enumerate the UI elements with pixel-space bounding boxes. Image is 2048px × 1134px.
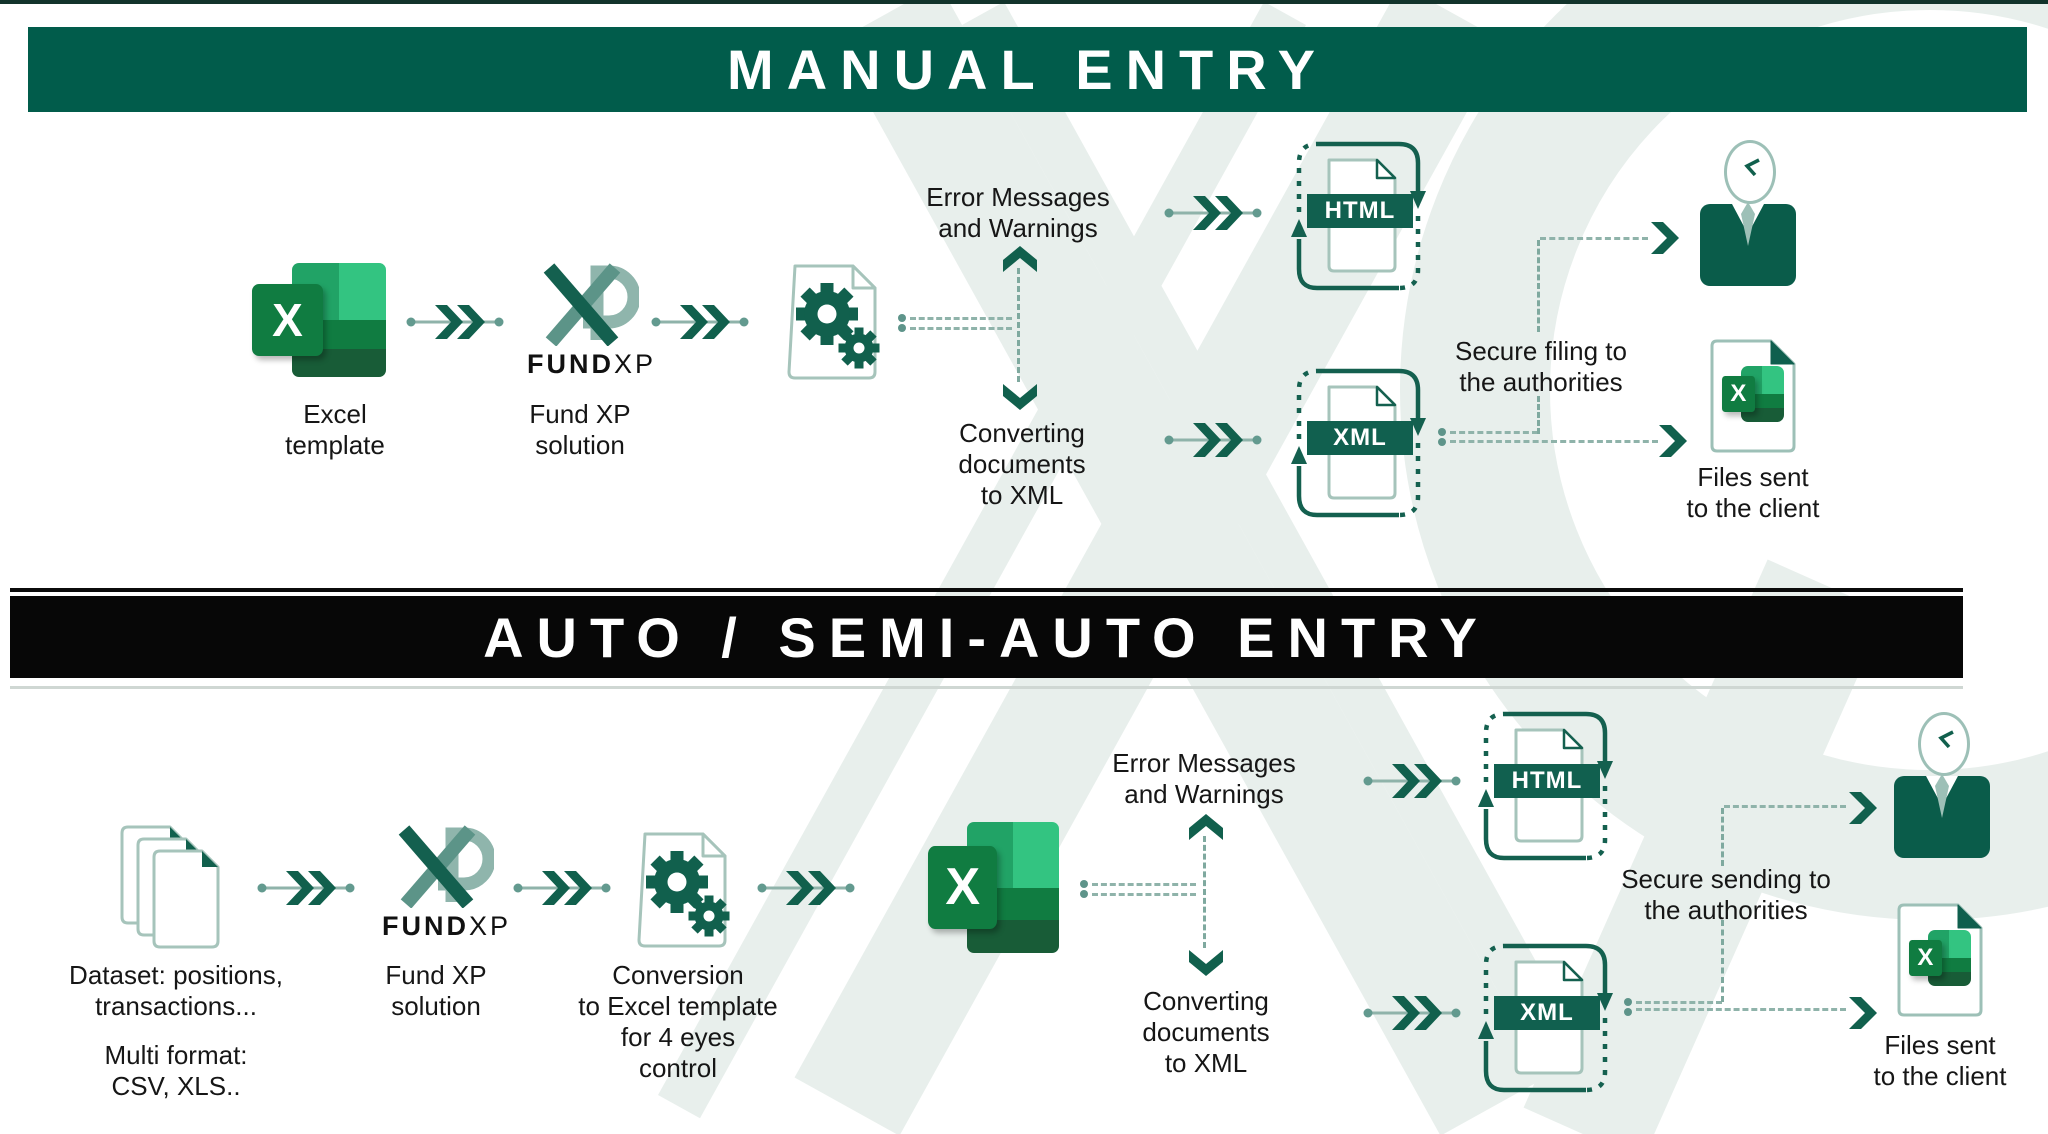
fundxp-logo: FUNDXP — [382, 820, 512, 942]
conversion-label: Conversion to Excel template for 4 eyes … — [578, 960, 778, 1083]
double-chevron-arrow-icon — [1363, 996, 1461, 1030]
excel-template-label: Excel template — [285, 399, 385, 460]
connector-dot — [1438, 428, 1446, 436]
secure-sending-label: Secure sending to the authorities — [1621, 864, 1831, 925]
authority-person-icon — [1894, 712, 1990, 858]
dashed-line — [1537, 396, 1540, 434]
dashed-line — [1540, 237, 1648, 240]
chevron-up-icon — [1003, 246, 1037, 272]
dashed-line — [1450, 440, 1658, 443]
html-badge: HTML — [1494, 764, 1600, 798]
person-face-mark-icon — [1938, 730, 1954, 749]
dashed-line — [1721, 920, 1724, 1002]
fundxp-monogram-icon — [543, 263, 641, 347]
conversion-gears-icon — [787, 264, 880, 380]
xml-file-icon: XML — [1478, 940, 1616, 1096]
secure-filing-label: Secure filing to the authorities — [1455, 336, 1627, 397]
manual-entry-banner: MANUAL ENTRY — [28, 27, 2027, 112]
xml-badge: XML — [1494, 996, 1600, 1030]
chevron-down-icon — [1003, 384, 1037, 410]
double-chevron-arrow-icon — [1164, 196, 1262, 230]
fundxp-wordmark: FUNDXP — [527, 349, 657, 379]
fundxp-wordmark: FUNDXP — [382, 911, 512, 941]
connector-dot — [898, 324, 906, 332]
html-badge: HTML — [1307, 194, 1413, 228]
fundxp-solution-label: Fund XP solution — [385, 960, 487, 1021]
dashed-line — [1721, 808, 1724, 866]
mid-hairline — [10, 588, 1963, 592]
connector-dot — [1624, 1008, 1632, 1016]
dashed-line — [1636, 1008, 1846, 1011]
files-sent-label: Files sent to the client — [1873, 1030, 2007, 1091]
excel-x-tile: X — [252, 283, 324, 357]
auto-entry-title: AUTO / SEMI-AUTO ENTRY — [483, 605, 1490, 669]
html-file-icon: HTML — [1478, 708, 1616, 864]
authority-person-icon — [1700, 140, 1796, 286]
double-chevron-arrow-icon — [257, 871, 355, 905]
excel-x-tile: X — [928, 845, 998, 930]
fundxp-solution-label: Fund XP solution — [529, 399, 631, 460]
chevron-right-icon — [1659, 425, 1687, 457]
excel-logo-mini-icon: X — [1722, 366, 1784, 422]
dashed-line — [1203, 836, 1206, 948]
top-hairline — [0, 0, 2048, 4]
double-chevron-arrow-icon — [513, 871, 611, 905]
chevron-down-icon — [1189, 950, 1223, 976]
excel-output-icon: X — [928, 822, 1059, 953]
xml-file-icon: XML — [1291, 365, 1429, 521]
double-chevron-arrow-icon — [757, 871, 855, 905]
connector-dot — [1080, 890, 1088, 898]
multi-format-label: Multi format: CSV, XLS.. — [104, 1040, 248, 1101]
chevron-up-icon — [1189, 814, 1223, 840]
fundxp-monogram-icon — [398, 825, 496, 909]
client-excel-file-icon: X — [1896, 902, 1984, 1018]
dashed-line — [910, 327, 1012, 330]
manual-entry-title: MANUAL ENTRY — [727, 38, 1328, 101]
html-file-icon: HTML — [1291, 138, 1429, 294]
person-tie-icon — [1741, 202, 1755, 246]
auto-entry-banner: AUTO / SEMI-AUTO ENTRY — [10, 596, 1963, 678]
dashed-line — [1636, 1001, 1722, 1004]
excel-template-icon: X — [252, 263, 386, 377]
chevron-right-icon — [1849, 997, 1877, 1029]
person-face-mark-icon — [1744, 158, 1760, 177]
chevron-right-icon — [1651, 222, 1679, 254]
double-chevron-arrow-icon — [1363, 764, 1461, 798]
dashed-line — [910, 317, 1012, 320]
double-chevron-arrow-icon — [406, 305, 504, 339]
dashed-line — [1092, 893, 1196, 896]
conversion-gears-icon — [637, 832, 730, 948]
fundxp-logo: FUNDXP — [527, 258, 657, 380]
dashed-line — [1724, 805, 1846, 808]
double-chevron-arrow-icon — [651, 305, 749, 339]
dashed-line — [1537, 240, 1540, 332]
error-messages-label: Error Messages and Warnings — [926, 182, 1110, 243]
client-excel-file-icon: X — [1709, 338, 1797, 454]
dataset-label: Dataset: positions, transactions... — [69, 960, 283, 1021]
converting-documents-label: Converting documents to XML — [1142, 986, 1270, 1078]
connector-dot — [1080, 880, 1088, 888]
xml-badge: XML — [1307, 421, 1413, 455]
chevron-right-icon — [1849, 792, 1877, 824]
person-tie-icon — [1935, 774, 1949, 818]
connector-dot — [1624, 998, 1632, 1006]
person-head-icon — [1918, 712, 1970, 776]
dataset-files-icon — [120, 825, 220, 949]
excel-logo-mini-icon: X — [1909, 930, 1971, 986]
dashed-line — [1450, 431, 1538, 434]
dashed-line — [1017, 268, 1020, 382]
converting-documents-label: Converting documents to XML — [958, 418, 1086, 510]
below-banner-hairline — [10, 686, 1963, 689]
error-messages-label: Error Messages and Warnings — [1112, 748, 1296, 809]
files-sent-label: Files sent to the client — [1686, 462, 1820, 523]
connector-dot — [1438, 438, 1446, 446]
dashed-line — [1092, 883, 1196, 886]
double-chevron-arrow-icon — [1164, 423, 1262, 457]
connector-dot — [898, 314, 906, 322]
